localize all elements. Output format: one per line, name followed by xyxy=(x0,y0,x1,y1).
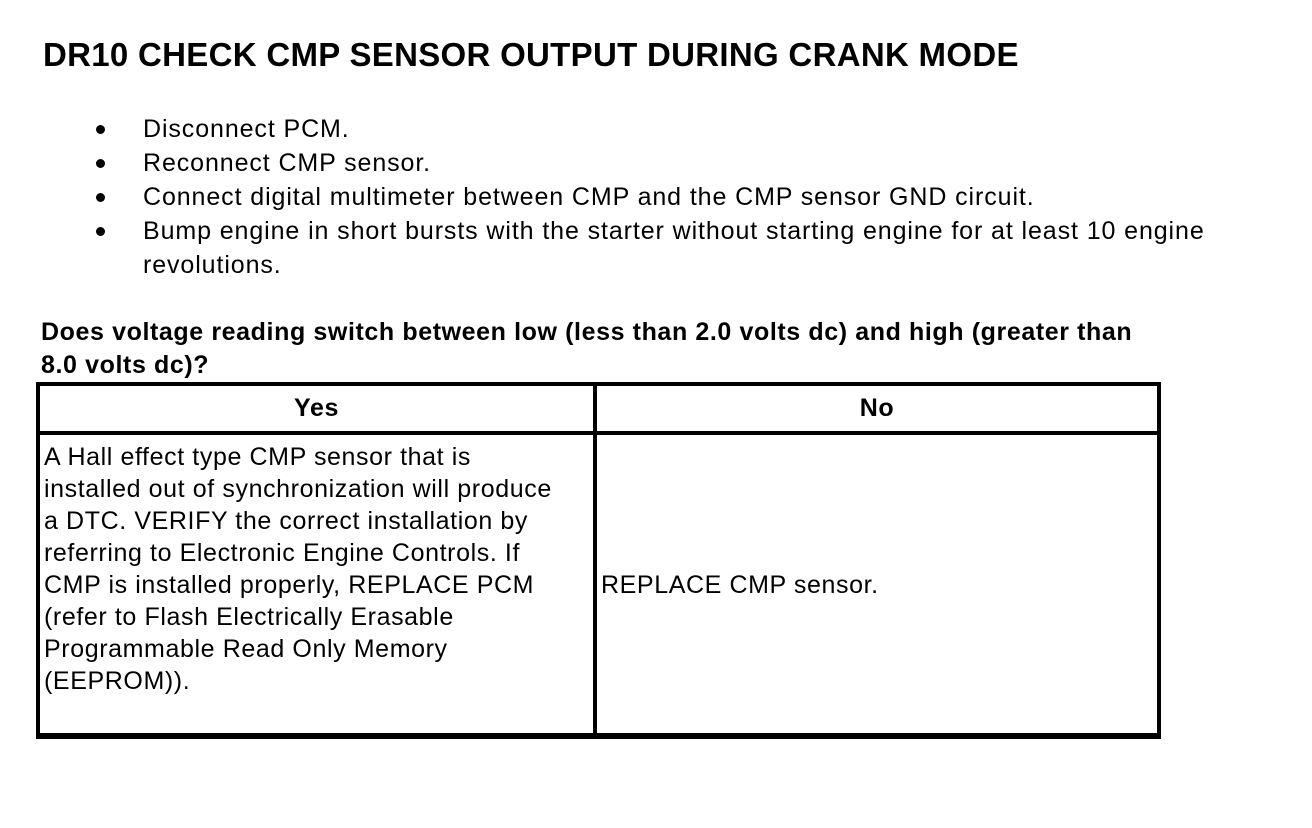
page-title: DR10 CHECK CMP SENSOR OUTPUT DURING CRAN… xyxy=(43,36,1019,73)
bullet-icon xyxy=(96,158,105,168)
step-text: Reconnect CMP sensor. xyxy=(143,148,432,177)
step-text: Disconnect PCM. xyxy=(143,114,350,143)
document-page: DR10 CHECK CMP SENSOR OUTPUT DURING CRAN… xyxy=(0,36,1312,828)
table-header-no: No xyxy=(593,381,1161,435)
question-text: Does voltage reading switch between low … xyxy=(41,317,1133,379)
bullet-icon xyxy=(96,226,105,236)
table-row: A Hall effect type CMP sensor that is in… xyxy=(36,430,1161,739)
list-item: Disconnect PCM. xyxy=(96,112,1312,146)
table-header-row: Yes No xyxy=(36,381,1161,435)
bullet-icon xyxy=(96,124,105,134)
cell-no-action: REPLACE CMP sensor. xyxy=(593,430,1161,739)
procedure-steps: Disconnect PCM. Reconnect CMP sensor. Co… xyxy=(96,112,1312,282)
cell-yes-action: A Hall effect type CMP sensor that is in… xyxy=(36,430,597,739)
list-item: Reconnect CMP sensor. xyxy=(96,146,1312,180)
bullet-icon xyxy=(96,192,105,202)
list-item: Bump engine in short bursts with the sta… xyxy=(96,214,1312,282)
decision-table: Yes No A Hall effect type CMP sensor tha… xyxy=(36,381,1161,739)
list-item: Connect digital multimeter between CMP a… xyxy=(96,180,1312,214)
step-text: Connect digital multimeter between CMP a… xyxy=(143,182,1035,211)
step-text: Bump engine in short bursts with the sta… xyxy=(143,216,1205,279)
table-header-yes: Yes xyxy=(36,381,597,435)
